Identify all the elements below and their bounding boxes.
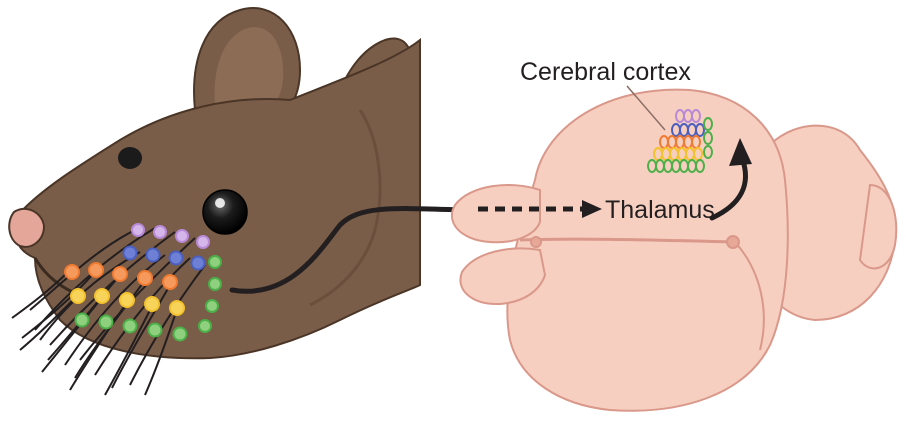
mouse-eye [203,190,247,234]
mouse-eye-highlight [215,198,225,208]
brain-hemisphere [507,90,787,411]
mouse-eye-back [118,147,142,169]
thalamus-label: Thalamus [605,196,715,225]
brain-midline-node [531,237,541,247]
brain-olfactory-bulb-upper [452,185,540,242]
mouse-nose [9,209,44,247]
barrel-row-yellow [654,148,702,160]
cerebral-cortex-label: Cerebral cortex [520,58,691,87]
brain-midline-node [727,236,739,248]
